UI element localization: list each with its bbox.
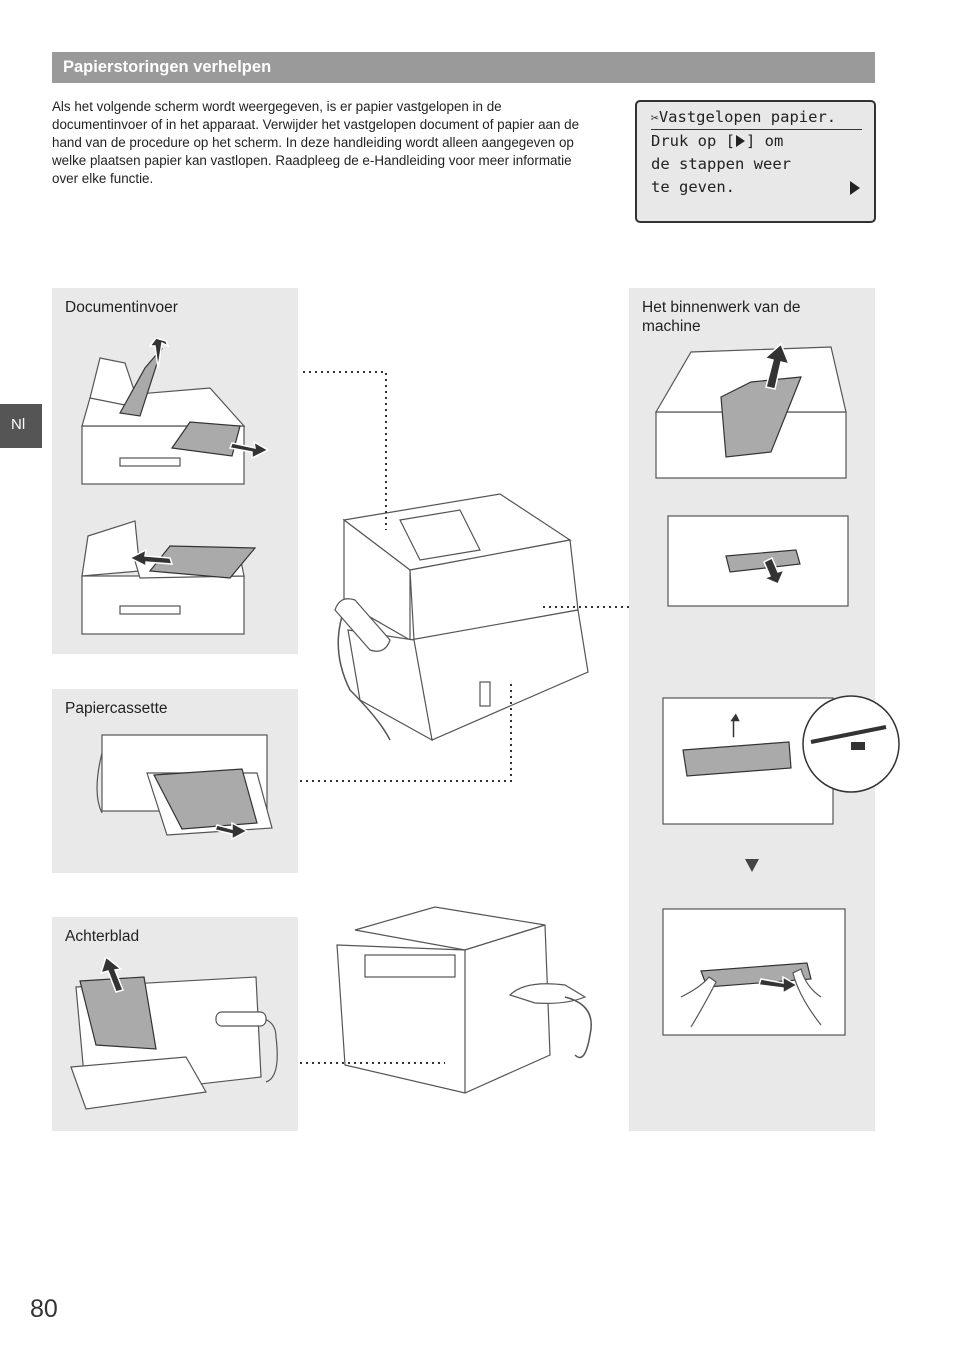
- panel-document-feeder: Documentinvoer: [52, 288, 298, 654]
- section-header: Papierstoringen verhelpen: [52, 52, 875, 83]
- panel-back-cover: Achterblad: [52, 917, 298, 1131]
- panel-label-inside-machine: Het binnenwerk van de machine: [642, 299, 801, 335]
- lcd-screen: ✂Vastgelopen papier. Druk op [] om de st…: [635, 100, 876, 223]
- cassette-jam-illustration: [96, 734, 273, 841]
- panel-paper-cassette: Papiercassette: [52, 689, 298, 873]
- feeder-jam-illustration-2: [81, 520, 257, 635]
- lcd-line-2: Druk op [] om: [651, 132, 784, 150]
- inside-jam-illustration-3: [662, 695, 900, 825]
- inside-jam-illustration-4: [662, 908, 846, 1036]
- printer-front-illustration: [334, 493, 589, 742]
- play-icon: [736, 135, 745, 147]
- panel-inside-machine: Het binnenwerk van de machine: [629, 288, 900, 1131]
- lcd-line-4: te geven.: [651, 178, 735, 196]
- step-arrow-icon: [745, 859, 759, 872]
- section-title: Papierstoringen verhelpen: [63, 58, 272, 76]
- page-number: 80: [30, 1295, 58, 1323]
- intro-paragraph: Als het volgende scherm wordt weergegeve…: [52, 99, 580, 186]
- inside-jam-illustration-2: [667, 515, 849, 607]
- feeder-jam-illustration-1: [81, 338, 270, 485]
- language-tab: Nl: [0, 404, 42, 448]
- panel-label-paper-cassette: Papiercassette: [65, 700, 168, 717]
- panel-label-document-feeder: Documentinvoer: [65, 299, 178, 316]
- lcd-line-3: de stappen weer: [651, 155, 791, 173]
- printer-rear-illustration: [336, 906, 592, 1094]
- next-arrow-icon: [850, 181, 860, 195]
- paper-jam-icon: ✂: [651, 111, 659, 126]
- panel-label-back-cover: Achterblad: [65, 928, 140, 945]
- inside-jam-illustration-1: [654, 342, 847, 479]
- lcd-divider: [651, 129, 862, 130]
- lcd-line-1: ✂Vastgelopen papier.: [651, 108, 837, 126]
- back-cover-jam-illustration: [70, 957, 278, 1110]
